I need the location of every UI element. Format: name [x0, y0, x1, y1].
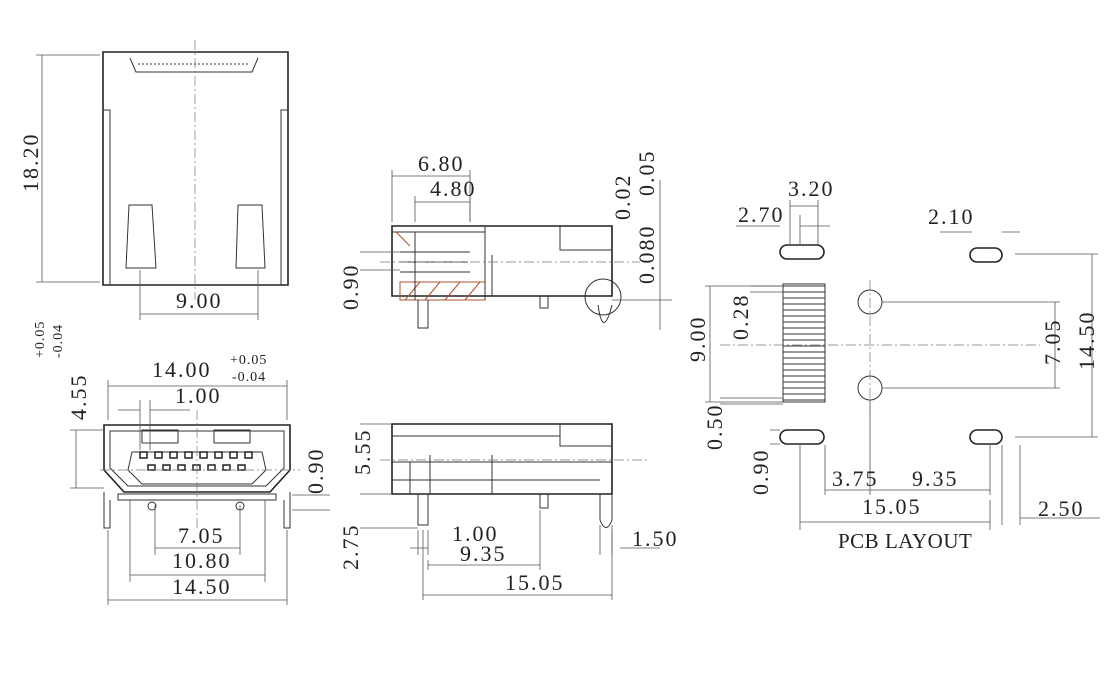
dim-pcb-210: 2.10	[928, 204, 975, 229]
dim-section-d2: 4.80	[430, 176, 477, 201]
dim-pcb-250: 2.50	[1038, 496, 1085, 521]
dim-section-t1: 0.080	[634, 225, 659, 285]
dim-side-d1: 1.00	[452, 521, 499, 546]
dim-front-height: 4.55	[66, 374, 91, 421]
dim-side-d4: 1.50	[632, 526, 679, 551]
side-view	[360, 423, 660, 600]
pcb-layout	[705, 200, 1100, 530]
dim-section-h: 0.90	[338, 264, 363, 311]
dim-pcb-1505: 15.05	[862, 494, 922, 519]
pad-array	[782, 283, 826, 403]
dim-pcb-028: 0.28	[728, 294, 753, 341]
dim-front-w2: 10.80	[172, 548, 232, 573]
dim-pcb-090: 0.90	[748, 449, 773, 496]
pcb-layout-title: PCB LAYOUT	[838, 529, 972, 553]
dim-front-width-tol-minus: -0.04	[232, 370, 266, 385]
dim-side-d2: 9.35	[460, 541, 507, 566]
dim-height: 18.20	[18, 133, 43, 193]
dim-side-d3: 15.05	[505, 570, 565, 595]
dim-pcb-375: 3.75	[832, 466, 879, 491]
dim-section-t3: 0.02	[610, 174, 635, 221]
dim-front-height-tol-minus: -0.04	[51, 324, 66, 358]
dim-front-width-tol-plus: +0.05	[230, 353, 267, 368]
dim-front-w3: 14.50	[172, 574, 232, 599]
dim-pcb-050: 0.50	[702, 404, 727, 451]
side-section	[360, 170, 672, 330]
dim-pin-spacing: 9.00	[176, 288, 223, 313]
dim-front-pitch: 1.00	[175, 383, 222, 408]
top-view	[36, 40, 289, 320]
dim-pcb-900: 9.00	[685, 316, 710, 363]
dim-pcb-1450: 14.50	[1074, 311, 1099, 371]
contacts	[139, 451, 253, 471]
dim-side-h1: 5.55	[350, 429, 375, 476]
dim-pcb-320: 3.20	[788, 176, 835, 201]
dim-front-w1: 7.05	[178, 523, 225, 548]
dim-section-t2: 0.05	[634, 150, 659, 197]
dim-front-height-tol-plus: +0.05	[33, 321, 48, 358]
dim-pcb-935: 9.35	[912, 466, 959, 491]
dim-front-width: 14.00	[152, 357, 212, 382]
front-view	[70, 380, 330, 605]
dim-pcb-270: 2.70	[738, 202, 785, 227]
dim-section-d1: 6.80	[418, 151, 465, 176]
dim-side-h2: 2.75	[338, 524, 363, 571]
dim-front-lip: 0.90	[303, 448, 328, 495]
dim-pcb-705: 7.05	[1040, 319, 1065, 366]
